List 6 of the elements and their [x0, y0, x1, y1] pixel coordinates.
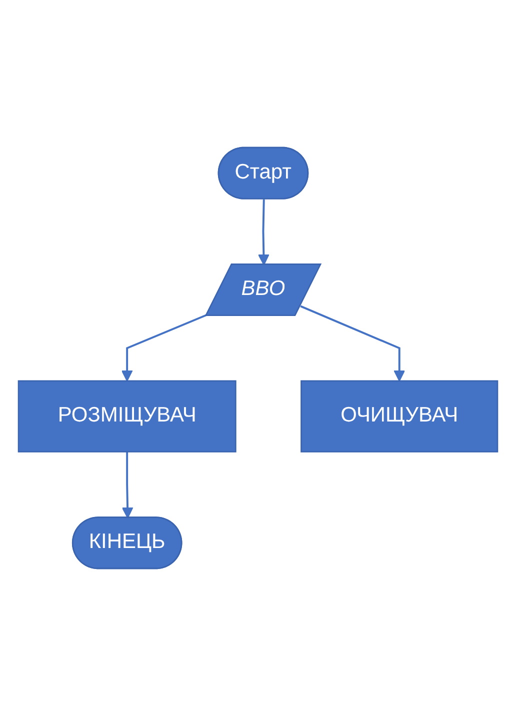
node-box: ОЧИЩУВАЧ — [300, 380, 498, 452]
arrow — [122, 451, 134, 518]
node-box: РОЗМІЩУВАЧ — [18, 380, 236, 452]
arrow — [300, 304, 406, 381]
arrow — [258, 198, 270, 265]
arrow — [121, 313, 208, 381]
